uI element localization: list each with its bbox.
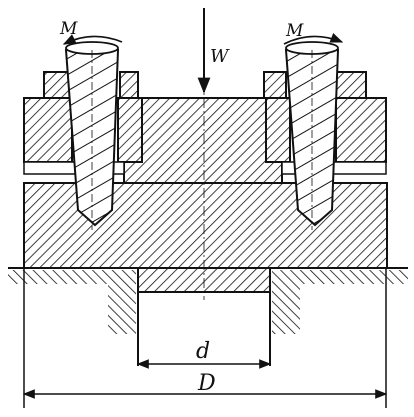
- dimension-D: [22, 268, 388, 408]
- moment-label-right: M: [285, 21, 304, 41]
- moment-label-left: M: [59, 19, 78, 39]
- outer-diameter-label: D: [197, 371, 216, 396]
- inner-diameter-label: d: [196, 339, 210, 364]
- right-drill: [284, 41, 340, 230]
- top-plate: [123, 97, 283, 184]
- moment-arc-right: [283, 32, 344, 45]
- left-drill: [64, 41, 120, 230]
- moment-arc-left: [62, 34, 123, 45]
- load-label: W: [210, 46, 230, 67]
